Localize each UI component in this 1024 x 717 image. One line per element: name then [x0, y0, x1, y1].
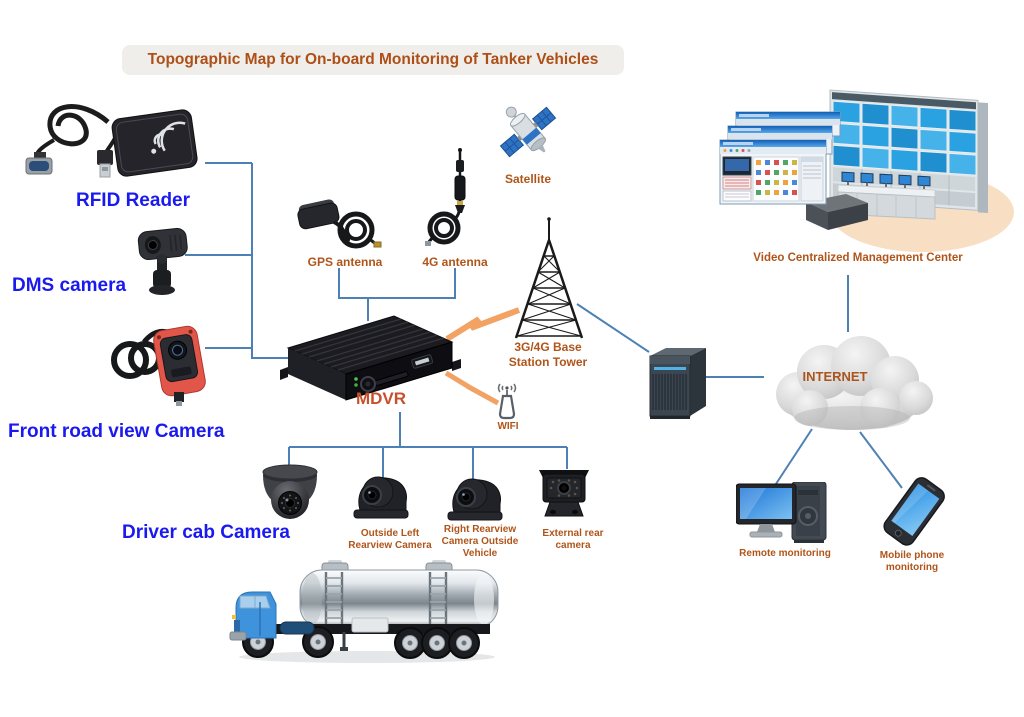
icon-grid [756, 160, 797, 195]
server-icon [649, 348, 706, 419]
rfid-pad [111, 109, 198, 177]
mdvr-box-icon [280, 315, 461, 401]
gps-antenna-label: GPS antenna [307, 255, 383, 269]
tanker-truck-icon [229, 560, 499, 663]
cloud-icon [776, 336, 933, 430]
software-window-front [719, 139, 827, 205]
ladder-rear [428, 572, 448, 628]
side-camera-left-icon [353, 476, 409, 519]
mdvr-usb-port [411, 354, 434, 369]
4g-antenna-icon [425, 148, 466, 246]
equipment-box [806, 194, 868, 230]
smartphone-icon [883, 477, 945, 546]
wire-internet-to-remote [771, 428, 813, 491]
remote-monitoring-label: Remote monitoring [739, 548, 831, 559]
dome-camera-icon [262, 464, 318, 519]
internet-label: INTERNET [802, 369, 868, 384]
driver-cab-camera-label: Driver cab Camera [122, 522, 290, 543]
wifi-label: WIFI [497, 421, 519, 432]
right-rearview-camera-label: Right Rearview Camera Outside Vehicle [441, 524, 519, 560]
control-room-icon [719, 89, 1014, 252]
front-camera-icon [111, 325, 206, 406]
management-center-label: Video Centralized Management Center [753, 252, 963, 264]
ladder-front [324, 572, 344, 628]
wifi-antenna-icon [497, 383, 517, 420]
4g-antenna-label: 4G antenna [422, 255, 488, 269]
mdvr-label: MDVR [355, 389, 407, 408]
gps-antenna-icon [297, 199, 382, 249]
mobile-monitoring-label: Mobile phone monitoring [879, 550, 945, 574]
dms-camera-label: DMS camera [12, 275, 127, 296]
outside-left-camera-label: Outside Left Rearview Camera [348, 528, 432, 552]
desktop-pc-icon [736, 482, 827, 543]
rfid-reader-label: RFID Reader [75, 190, 191, 211]
satellite-icon [499, 106, 557, 158]
base-station-label: 3G/4G Base Station Tower [508, 340, 588, 369]
dms-camera-icon [137, 227, 188, 295]
truck-cab [229, 591, 277, 641]
rfid-reader-icon [25, 104, 198, 178]
satellite-label: Satellite [504, 172, 552, 186]
rear-camera-icon [539, 470, 589, 517]
diagram-title: Topographic Map for On-board Monitoring … [122, 45, 624, 75]
external-rear-camera-label: External rear camera [542, 528, 604, 552]
side-camera-right-icon [447, 478, 503, 521]
front-camera-label: Front road view Camera [8, 421, 225, 442]
cell-tower-icon [514, 217, 584, 339]
